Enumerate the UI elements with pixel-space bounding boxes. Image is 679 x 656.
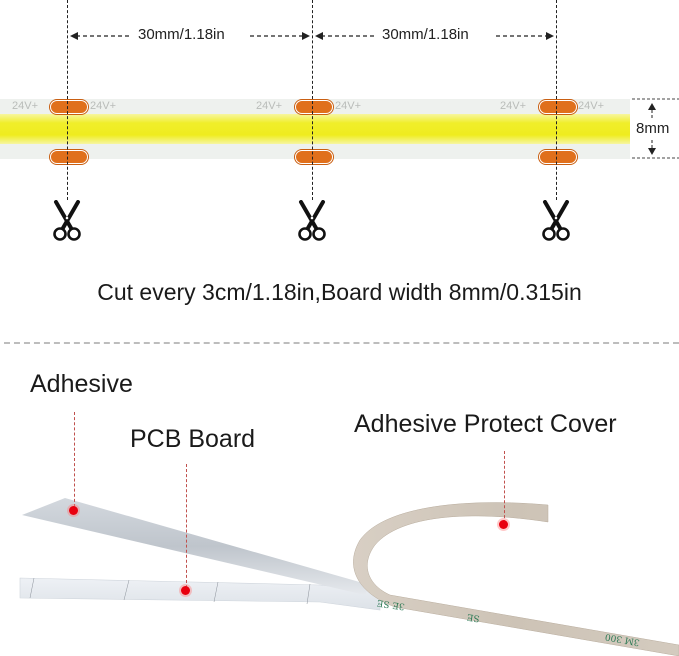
adhesive-leader-line [74, 412, 75, 507]
cut-caption: Cut every 3cm/1.18in,Board width 8mm/0.3… [97, 279, 582, 305]
tape-illustration: 3E SE SE 3M 300 [19, 498, 679, 656]
voltage-label: 24V+ [500, 100, 526, 112]
solder-pad [50, 100, 88, 114]
pcb-board-label: PCB Board [130, 425, 256, 453]
protect-cover-label: Adhesive Protect Cover [354, 410, 617, 438]
dimension-arrows [70, 32, 554, 40]
segment-length-label: 30mm/1.18in [134, 26, 229, 43]
adhesive-marker [69, 506, 78, 515]
scissors-icon [53, 200, 81, 241]
cut-line [556, 0, 557, 200]
cover-print: 3E SE [376, 597, 405, 611]
section-divider [4, 342, 679, 344]
solder-pad [539, 150, 577, 164]
svg-text:SE: SE [466, 611, 480, 623]
width-dimension-arrows [632, 98, 679, 159]
pcb-marker [181, 586, 190, 595]
adhesive-label: Adhesive [30, 370, 133, 398]
voltage-label: 24V+ [578, 100, 604, 112]
voltage-label: 24V+ [90, 100, 116, 112]
voltage-label: 24V+ [335, 100, 361, 112]
pcb-leader-line [186, 464, 187, 588]
svg-text:3M 300: 3M 300 [604, 631, 640, 647]
board-width-label: 8mm [636, 120, 670, 137]
scissors-icon [542, 200, 570, 241]
solder-pad [539, 100, 577, 114]
voltage-label: 24V+ [256, 100, 282, 112]
cover-leader-line [504, 451, 505, 523]
solder-pad [295, 150, 333, 164]
solder-pad [50, 150, 88, 164]
cut-line [67, 0, 68, 200]
segment-length-label: 30mm/1.18in [378, 26, 473, 43]
voltage-label: 24V+ [12, 100, 38, 112]
solder-pad [295, 100, 333, 114]
cut-line [312, 0, 313, 200]
cover-marker [499, 520, 508, 529]
led-strip-light [0, 114, 630, 144]
scissors-icon [298, 200, 326, 241]
